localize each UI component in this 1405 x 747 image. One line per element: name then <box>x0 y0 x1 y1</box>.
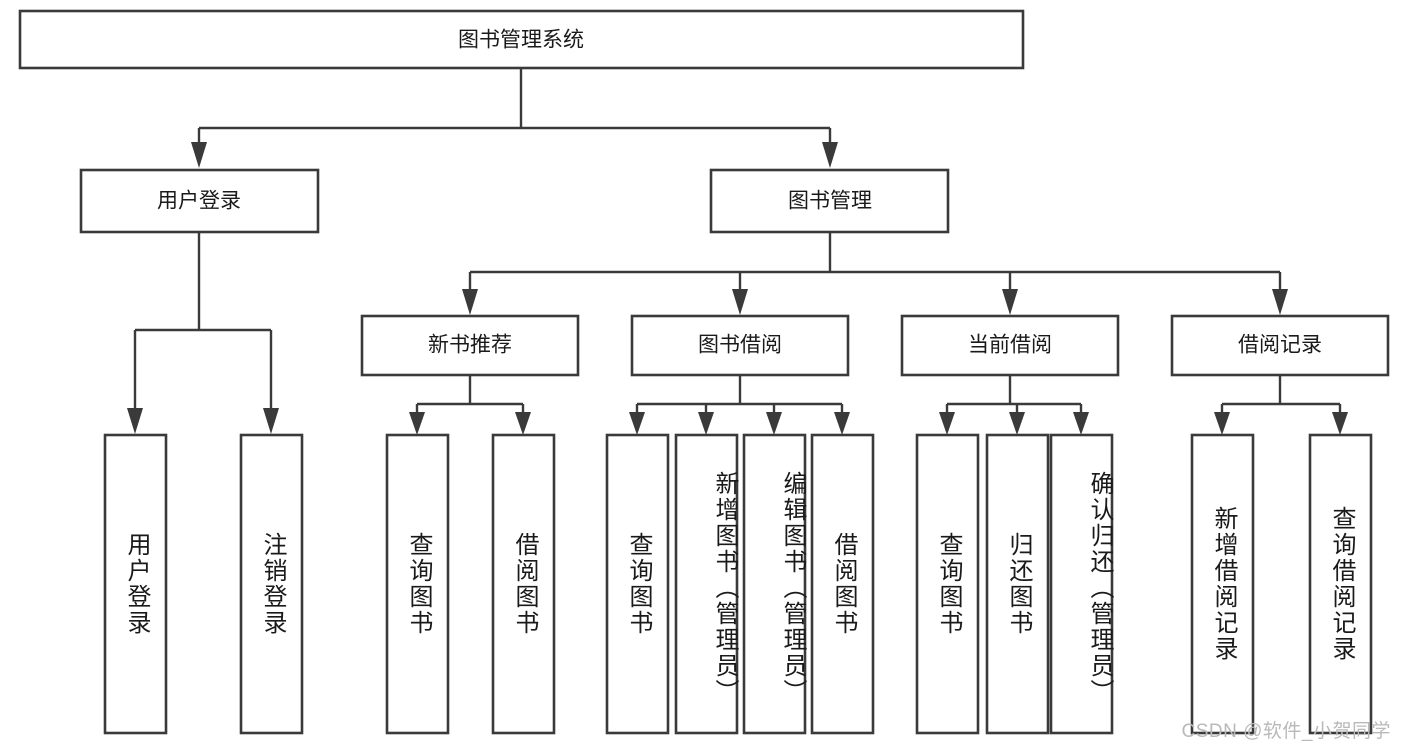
node-book-management-label: 图书管理 <box>788 190 872 213</box>
arrow-head-icon <box>834 412 850 435</box>
leaf-box-return-book[interactable] <box>985 433 1050 735</box>
arrow-head-icon <box>698 412 714 435</box>
node-root-label: 图书管理系统 <box>458 29 584 52</box>
leaf-box-borrow-book-2[interactable] <box>810 433 875 735</box>
leaf-box-query-book-1[interactable] <box>385 433 450 735</box>
arrow-head-icon <box>1009 412 1025 435</box>
arrow-head-icon <box>939 412 955 435</box>
node-borrow-record-label: 借阅记录 <box>1238 334 1322 357</box>
arrow-head-icon <box>1073 412 1089 435</box>
arrow-head-icon <box>1332 412 1348 435</box>
arrow-head-icon <box>263 408 279 434</box>
arrow-head-icon <box>1002 289 1018 315</box>
node-borrow-record[interactable]: 借阅记录 <box>1170 314 1390 377</box>
node-current-borrow[interactable]: 当前借阅 <box>900 314 1120 377</box>
node-user-login-label: 用户登录 <box>157 190 241 213</box>
arrow-head-icon <box>462 289 478 315</box>
arrow-head-icon <box>629 412 645 435</box>
arrow-head-icon <box>127 408 143 434</box>
node-root-box[interactable] <box>18 9 1025 70</box>
arrow-head-icon <box>191 142 207 168</box>
node-book-borrow-label: 图书借阅 <box>698 334 782 357</box>
leaf-box-user-login[interactable] <box>103 433 168 735</box>
node-user-login-box[interactable] <box>79 168 320 234</box>
connector-current-borrow-to-leaves <box>939 375 1089 435</box>
node-root[interactable]: 图书管理系统 <box>18 9 1025 70</box>
connector-root-to-level2 <box>191 68 838 168</box>
connector-book-borrow-to-leaves <box>629 375 850 435</box>
arrow-head-icon <box>766 412 782 435</box>
leaf-box-add-book[interactable] <box>674 433 739 735</box>
arrow-head-icon <box>732 289 748 315</box>
connector-borrow-record-to-leaves <box>1214 375 1348 435</box>
leaf-box-confirm-return[interactable] <box>1049 433 1114 735</box>
csdn-watermark: CSDN @软件_小贺同学 <box>1181 721 1391 742</box>
arrow-head-icon <box>1272 289 1288 315</box>
connector-book-management-to-level3 <box>462 232 1288 315</box>
node-new-book-recommend-box[interactable] <box>360 314 580 377</box>
leaf-box-query-book-3[interactable] <box>915 433 980 735</box>
node-new-book-recommend[interactable]: 新书推荐 <box>360 314 580 377</box>
leaf-box-borrow-book-1[interactable] <box>491 433 556 735</box>
node-current-borrow-label: 当前借阅 <box>968 334 1052 357</box>
node-book-management[interactable]: 图书管理 <box>709 168 950 234</box>
leaf-box-query-book-2[interactable] <box>605 433 670 735</box>
node-current-borrow-box[interactable] <box>900 314 1120 377</box>
arrow-head-icon <box>515 412 531 435</box>
leaf-box-add-borrow-record[interactable] <box>1190 433 1255 735</box>
arrow-head-icon <box>822 142 838 168</box>
arrow-head-icon <box>409 412 425 435</box>
leaf-box-logout[interactable] <box>239 433 304 735</box>
node-user-login[interactable]: 用户登录 <box>79 168 320 234</box>
leaf-box-query-borrow-record[interactable] <box>1308 433 1373 735</box>
connector-new-book-recommend-to-leaves <box>409 375 531 435</box>
node-book-borrow[interactable]: 图书借阅 <box>630 314 850 377</box>
arrow-head-icon <box>1214 412 1230 435</box>
connector-user-login-to-leaves <box>127 232 279 434</box>
leaf-box-edit-book[interactable] <box>742 433 807 735</box>
node-new-book-recommend-label: 新书推荐 <box>428 334 512 357</box>
